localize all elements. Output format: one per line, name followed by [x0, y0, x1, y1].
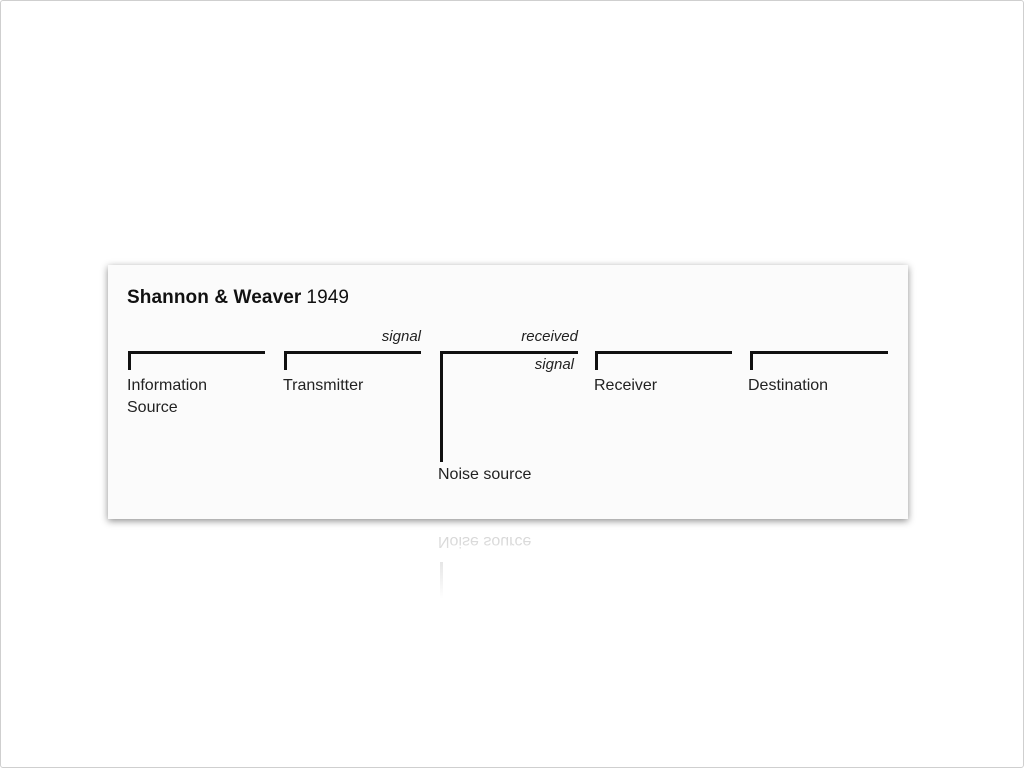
destination-label: Destination	[748, 377, 829, 394]
channel-top-bar	[440, 351, 578, 354]
transmitter-label: Transmitter	[283, 377, 364, 394]
received-label: received	[521, 328, 578, 345]
signal-label: signal	[381, 328, 421, 345]
info-source-top-bar	[128, 351, 265, 354]
noise-source-label: Noise source	[438, 466, 532, 483]
destination-top-bar	[750, 351, 888, 354]
receiver-side-bar	[595, 351, 598, 370]
title-authors: Shannon & Weaver	[127, 287, 302, 308]
received-signal-label: signal	[534, 356, 574, 373]
transmitter-top-bar	[284, 351, 421, 354]
receiver-top-bar	[595, 351, 732, 354]
transmitter-side-bar	[284, 351, 287, 370]
destination-side-bar	[750, 351, 753, 370]
info-source-label-line1: Information	[127, 377, 208, 394]
title-year: 1949	[306, 287, 350, 308]
info-source-side-bar	[128, 351, 131, 370]
noise-source-vertical-bar	[440, 351, 443, 462]
info-source-label-line2: Source	[127, 399, 178, 416]
receiver-label: Receiver	[594, 377, 658, 394]
